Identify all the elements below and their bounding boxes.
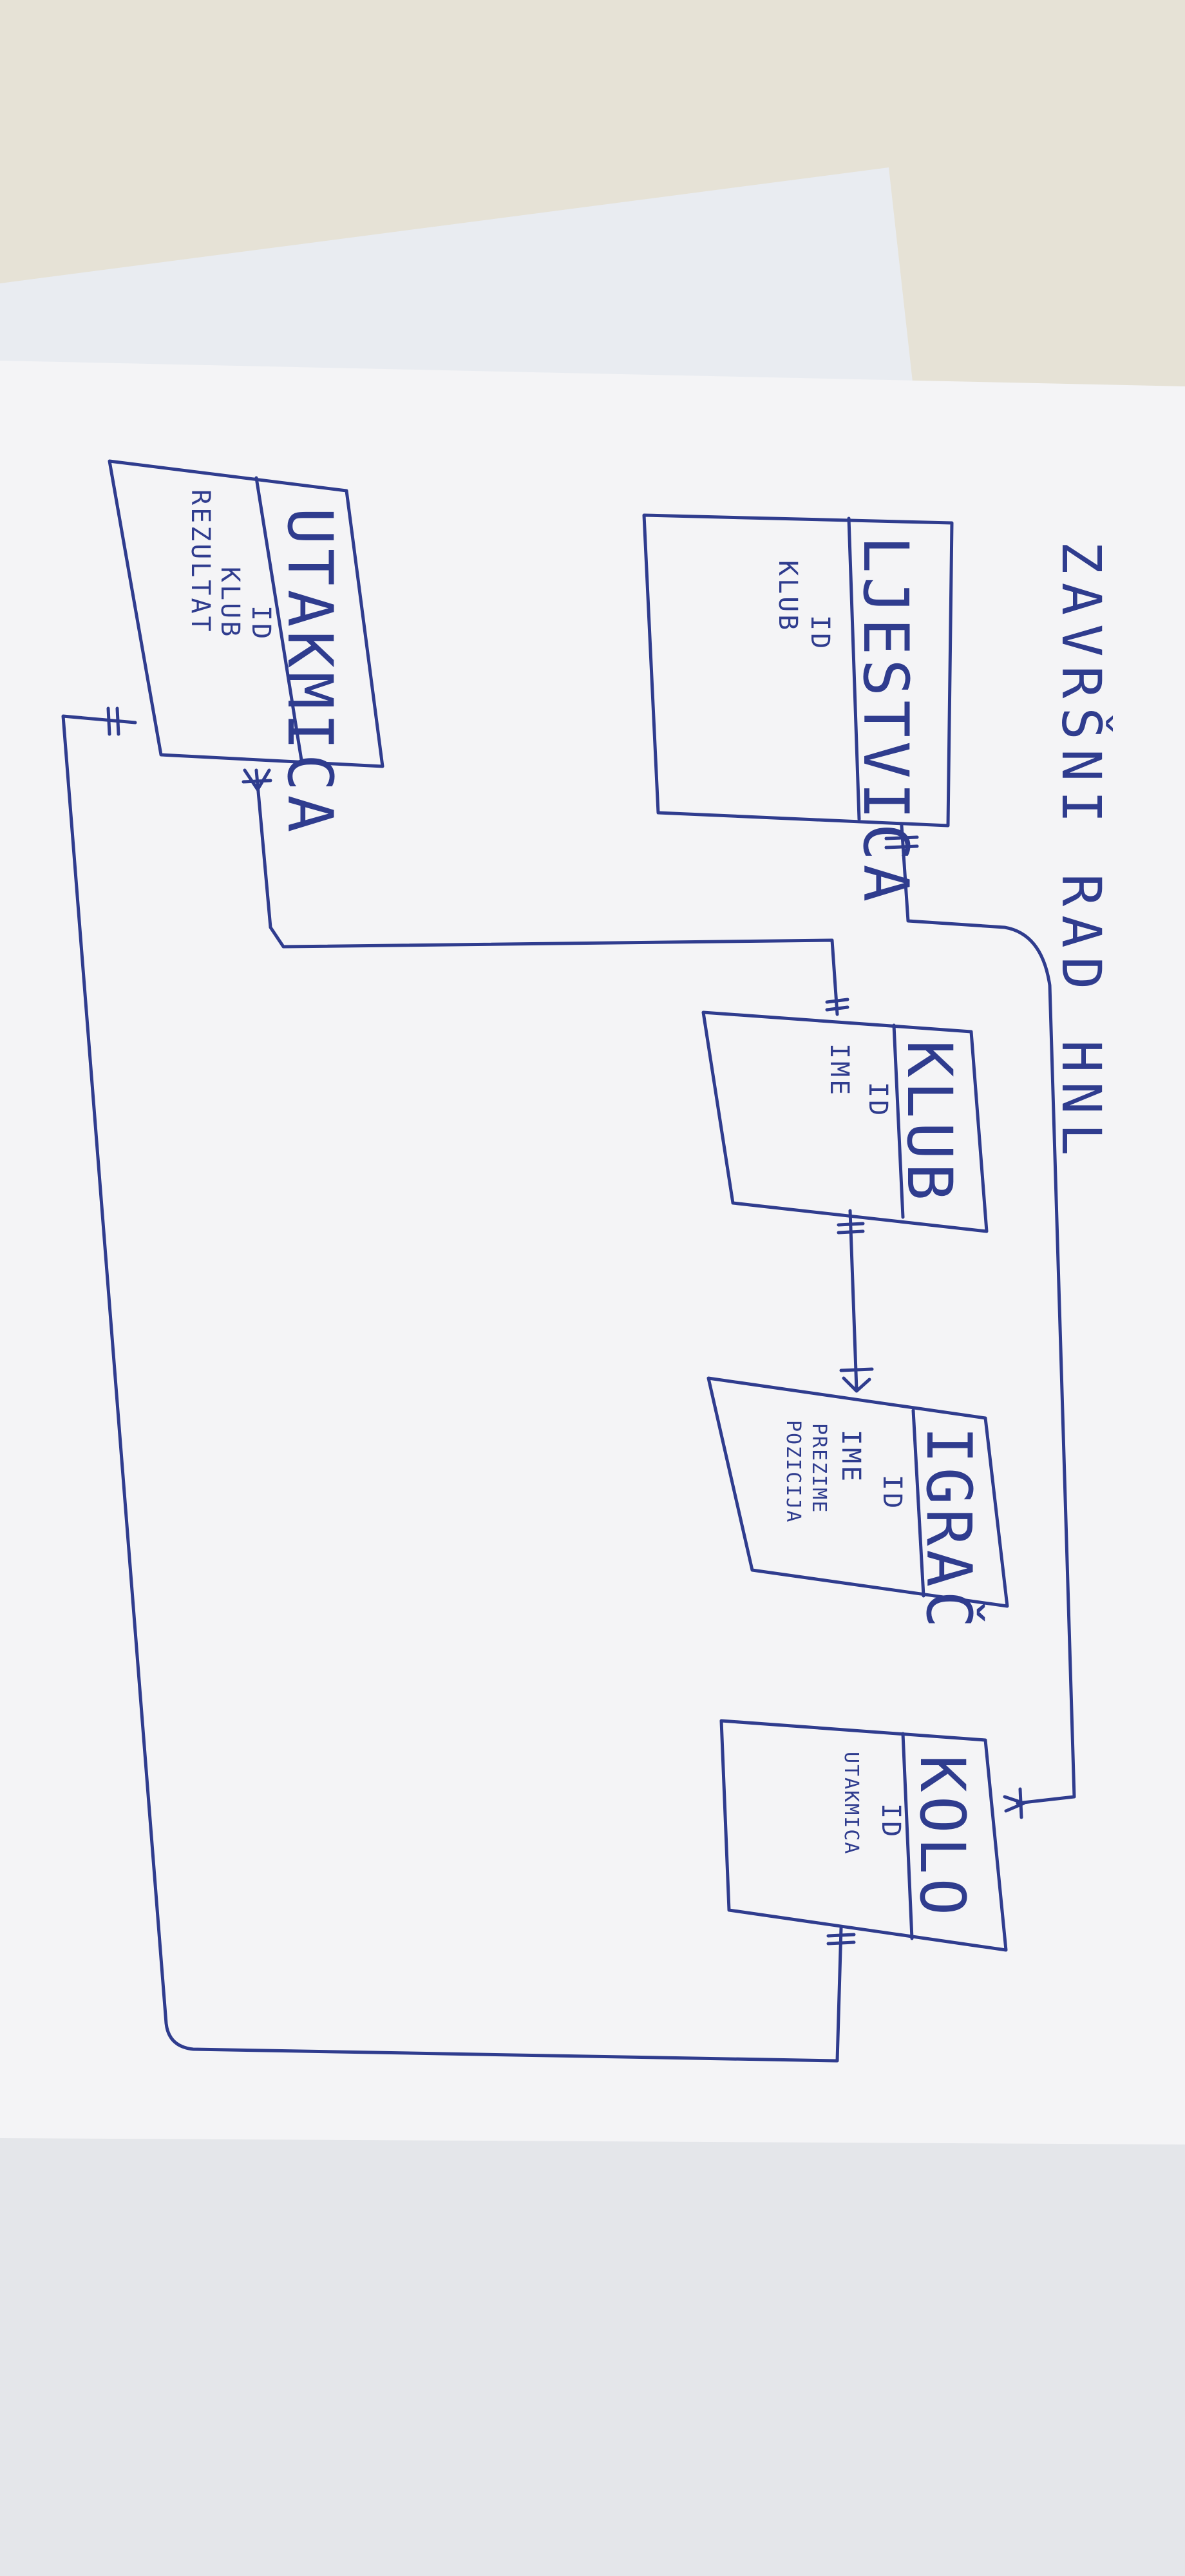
entity-ljestvica-divider	[847, 516, 861, 821]
entity-ljestvica-attr-2: KLUB	[773, 560, 802, 632]
relation-klub-igrac-marker-end	[839, 1367, 874, 1393]
entity-utakmica-divider	[254, 476, 303, 762]
entity-kolo: KOLO ID UTAKMICA	[719, 1719, 1008, 1952]
entity-igrac-attr-2: IME	[836, 1430, 866, 1484]
entity-utakmica-box	[108, 459, 384, 768]
relation-utakmica-kolo-marker-end	[826, 1933, 856, 1946]
relation-ljestvica-kolo-marker-end	[1003, 1787, 1026, 1819]
relation-klub-utakmica-marker-end	[242, 768, 272, 791]
page-heading: ZAVRŠNI RAD HNL	[1050, 541, 1113, 1165]
relation-klub-utakmica	[254, 768, 839, 1016]
entity-klub-title: KLUB	[893, 1040, 965, 1204]
entity-utakmica-attr-3: REZULTAT	[185, 489, 215, 634]
entity-kolo-box	[719, 1719, 1008, 1952]
relation-klub-utakmica-marker-start	[825, 998, 849, 1012]
entity-ljestvica-title: LJESTVICA	[849, 536, 922, 905]
entity-kolo-attr-2: UTAKMICA	[840, 1752, 862, 1855]
entity-kolo-divider	[901, 1732, 914, 1940]
relation-utakmica-kolo-marker-start	[106, 706, 120, 736]
entity-igrac-divider	[911, 1408, 925, 1598]
entity-igrac-box	[706, 1376, 1009, 1608]
entity-ljestvica: LJESTVICA ID KLUB	[642, 513, 954, 905]
entity-igrac-attr-4: POZICIJA	[782, 1420, 804, 1524]
relation-ljestvica-kolo	[900, 824, 1076, 1805]
entity-ljestvica-attr-1: ID	[805, 615, 835, 651]
entity-igrac-attr-3: PREZIME	[808, 1423, 830, 1513]
relation-utakmica-kolo	[61, 714, 843, 2063]
entity-klub-divider	[892, 1023, 905, 1219]
background-sheet	[0, 167, 915, 399]
entity-kolo-attr-1: ID	[876, 1803, 905, 1839]
relation-klub-igrac	[848, 1209, 858, 1392]
entity-igrac-title: IGRAČ	[913, 1426, 985, 1632]
entity-kolo-title: KOLO	[906, 1755, 978, 1919]
entity-klub-attr-2: IME	[824, 1043, 854, 1097]
entity-igrac-attr-1: ID	[877, 1475, 907, 1511]
entity-utakmica: UTAKMICA ID KLUB REZULTAT	[108, 459, 384, 836]
entity-klub: KLUB ID IME	[701, 1010, 989, 1233]
entity-klub-attr-1: ID	[863, 1082, 893, 1118]
entity-utakmica-attr-2: KLUB	[215, 567, 245, 639]
entity-utakmica-title: UTAKMICA	[274, 507, 346, 836]
lower-sheet	[0, 2138, 1185, 2576]
entity-igrac: IGRAČ ID IME PREZIME POZICIJA	[706, 1376, 1009, 1632]
paper-sheet	[0, 361, 1185, 2145]
entity-utakmica-attr-1: ID	[246, 605, 276, 641]
relation-ljestvica-kolo-marker-start	[884, 835, 919, 849]
relation-klub-igrac-marker-start	[837, 1222, 865, 1235]
entity-klub-box	[701, 1010, 989, 1233]
